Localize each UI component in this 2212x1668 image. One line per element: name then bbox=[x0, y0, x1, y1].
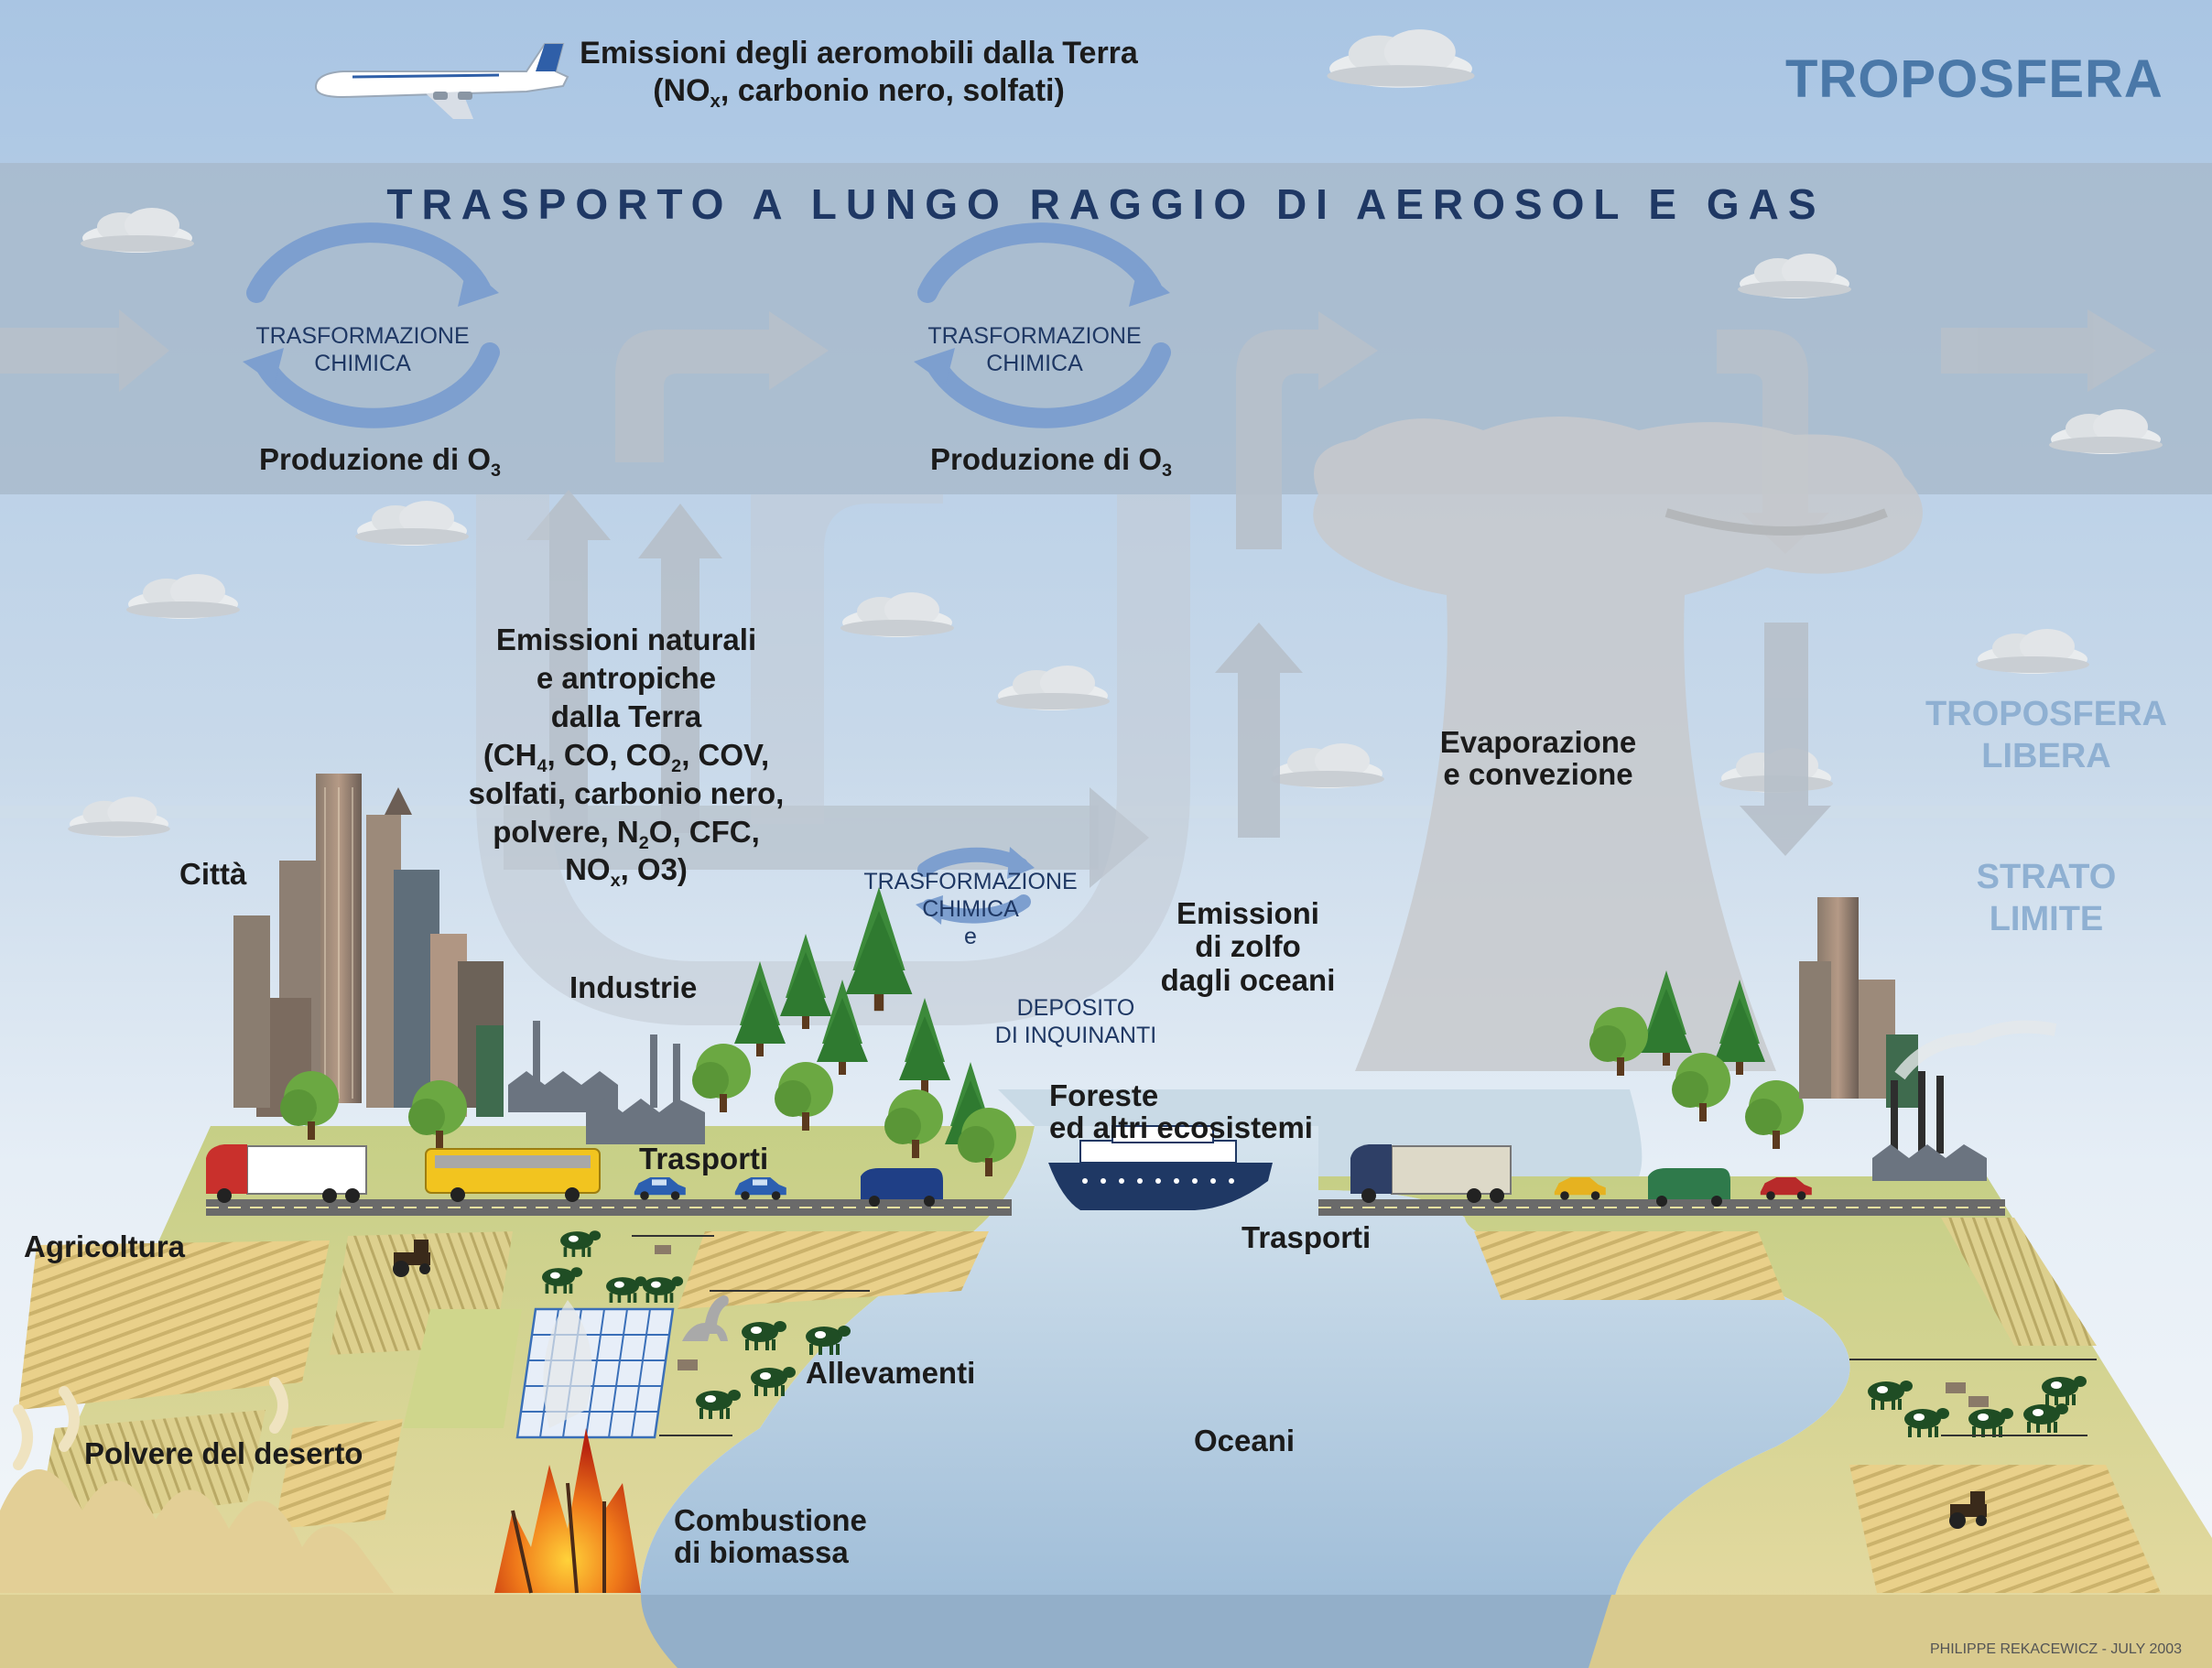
desert-dust-label: Polvere del deserto bbox=[84, 1436, 363, 1470]
aircraft-emissions-line1: Emissioni degli aeromobili dalla Terra bbox=[580, 36, 1138, 70]
troposphere-title: TROPOSFERA bbox=[1785, 49, 2163, 109]
aircraft-emissions-label: Emissioni degli aeromobili dalla Terra (… bbox=[580, 35, 1138, 112]
oceans-label: Oceani bbox=[1194, 1424, 1296, 1457]
long-range-transport-title: TRASPORTO A LUNGO RAGGIO DI AEROSOL E GA… bbox=[386, 180, 1826, 228]
ozone-production-left: Produzione di O3 bbox=[258, 442, 502, 481]
ozone-production-middle: Produzione di O3 bbox=[929, 442, 1173, 481]
transport-left-label: Trasporti bbox=[639, 1142, 769, 1175]
agriculture-label: Agricoltura bbox=[24, 1229, 186, 1263]
industries-label: Industrie bbox=[569, 970, 698, 1004]
transport-right-label: Trasporti bbox=[1242, 1220, 1372, 1254]
aircraft-emissions-line2: (NOx, carbonio nero, solfati) bbox=[653, 72, 1065, 112]
city-label: Città bbox=[179, 857, 247, 891]
author-credit: PHILIPPE REKACEWICZ - JULY 2003 bbox=[1930, 1641, 2183, 1657]
natural-anthropogenic-emissions-label: Emissioni naturali e antropiche dalla Te… bbox=[468, 623, 785, 892]
livestock-label: Allevamenti bbox=[806, 1356, 976, 1390]
